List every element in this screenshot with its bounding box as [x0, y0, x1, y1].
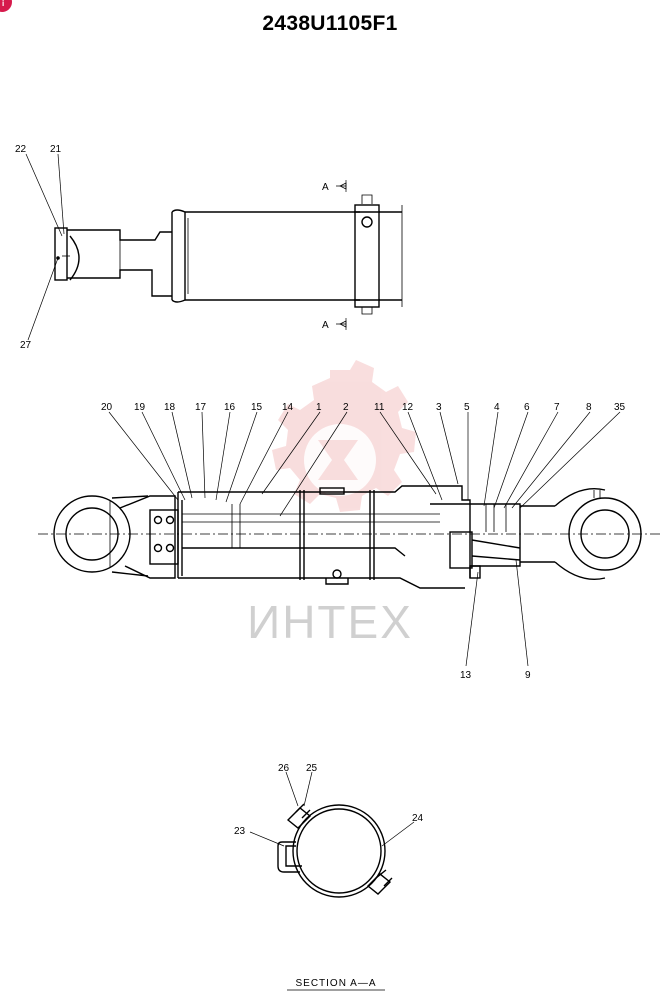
- callout-7: 7: [554, 402, 560, 413]
- callout-22: 22: [15, 144, 27, 155]
- section-marker-bottom: A: [322, 320, 329, 331]
- callout-18: 18: [164, 402, 176, 413]
- callout-17: 17: [195, 402, 207, 413]
- callout-5: 5: [464, 402, 470, 413]
- callout-24: 24: [412, 813, 424, 824]
- callout-8: 8: [586, 402, 592, 413]
- watermark-logo: [272, 360, 416, 512]
- callout-12: 12: [402, 402, 414, 413]
- corner-badge: i: [0, 0, 12, 12]
- section-label: SECTION A—A: [295, 978, 376, 989]
- callout-4: 4: [494, 402, 500, 413]
- callout-11: 11: [374, 402, 385, 413]
- callout-2: 2: [343, 402, 349, 413]
- callout-26: 26: [278, 763, 290, 774]
- callout-19: 19: [134, 402, 146, 413]
- corner-badge-label: i: [2, 0, 5, 8]
- callout-14: 14: [282, 402, 294, 413]
- callout-20: 20: [101, 402, 113, 413]
- callout-27: 27: [20, 340, 32, 351]
- callout-15: 15: [251, 402, 263, 413]
- callout-25: 25: [306, 763, 318, 774]
- callout-9: 9: [525, 670, 531, 681]
- callout-23: 23: [234, 826, 246, 837]
- callout-3: 3: [436, 402, 442, 413]
- section-marker-top: A: [322, 182, 329, 193]
- callout-6: 6: [524, 402, 530, 413]
- watermark-text: ИНТЕХ: [247, 596, 413, 648]
- top-view: A A: [25, 153, 403, 341]
- section-a-a-view: [249, 771, 415, 898]
- callout-21: 21: [50, 144, 62, 155]
- main-cylinder-view: [38, 411, 660, 667]
- callout-13: 13: [460, 670, 472, 681]
- page-title: 2438U1105F1: [262, 12, 398, 35]
- callout-16: 16: [224, 402, 236, 413]
- callout-35: 35: [614, 402, 626, 413]
- callout-1: 1: [316, 402, 322, 413]
